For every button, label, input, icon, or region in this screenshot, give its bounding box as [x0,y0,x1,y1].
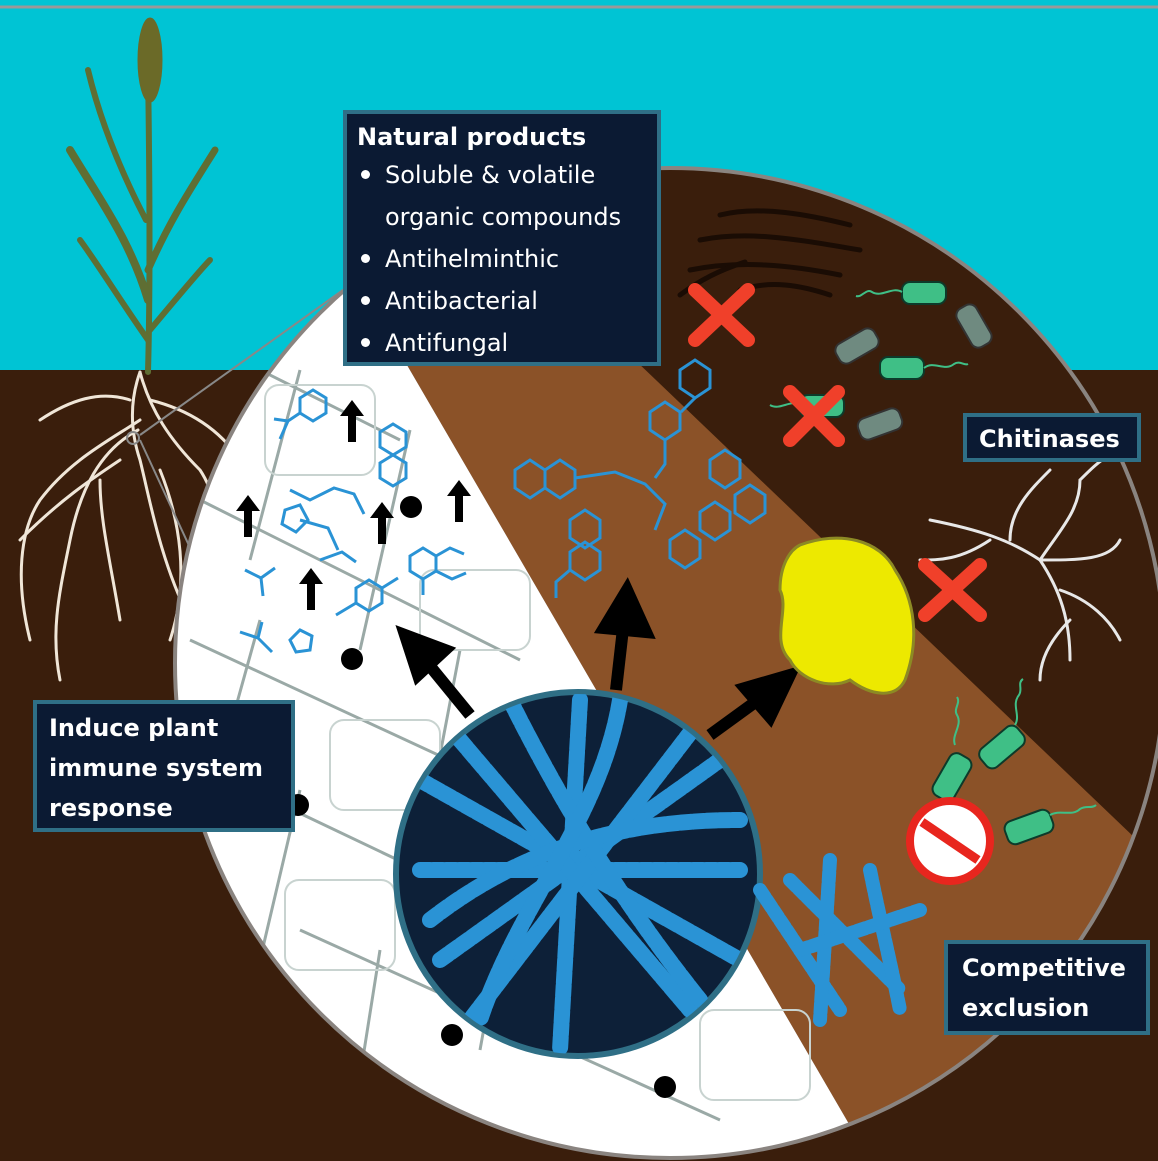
natural-products-title: Natural products [357,120,647,154]
chitinases-box: Chitinases [963,413,1141,462]
list-item: Antibacterial [375,280,647,322]
no-entry-icon [910,801,990,881]
bullet-icon [361,254,370,263]
immune-response-box: Induce plant immune system response [33,700,295,832]
immune-line-3: response [49,788,279,828]
list-item-label: Antihelminthic [385,245,559,273]
competitive-exclusion-box: Competitive exclusion [944,940,1150,1035]
list-item: Antihelminthic [375,238,647,280]
list-item-label: Antifungal [385,329,508,357]
list-item-continuation: organic compounds [375,196,647,238]
competitive-line-1: Competitive [962,948,1132,988]
natural-products-list: Soluble & volatile organic compounds Ant… [357,154,647,364]
immune-line-2: immune system [49,748,279,788]
bullet-icon [361,338,370,347]
competitive-line-2: exclusion [962,988,1132,1028]
bullet-icon [361,170,370,179]
immune-line-1: Induce plant [49,708,279,748]
chitinases-label: Chitinases [979,421,1125,457]
streptomyces-icon [396,692,760,1056]
natural-products-box: Natural products Soluble & volatile orga… [343,110,661,366]
list-item: Soluble & volatile [375,154,647,196]
list-item-label: organic compounds [385,203,621,231]
list-item: Antifungal [375,322,647,364]
list-item-label: Antibacterial [385,287,538,315]
list-item-label: Soluble & volatile [385,161,595,189]
bullet-icon [361,296,370,305]
